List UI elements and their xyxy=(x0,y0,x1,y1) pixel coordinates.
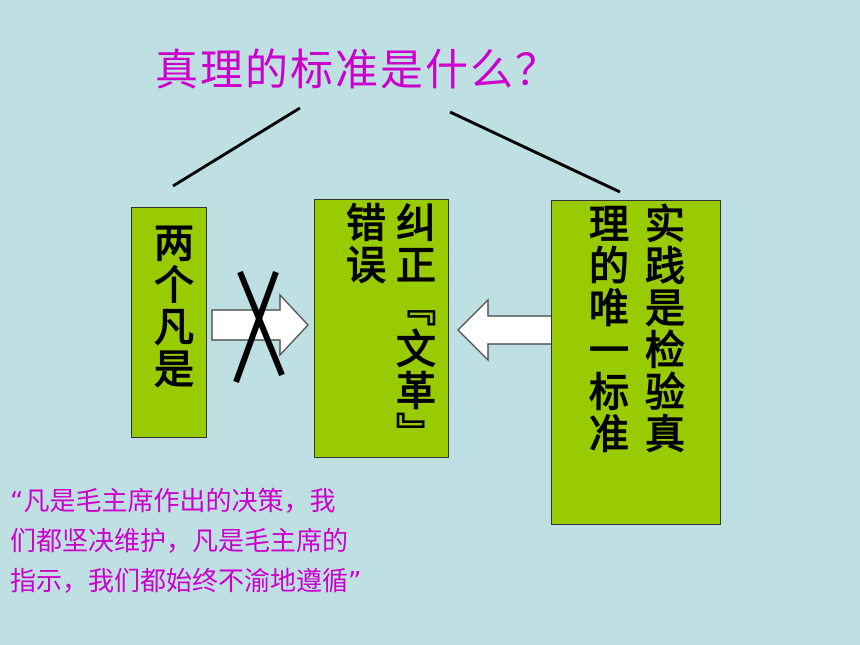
quote-line-3: 指示，我们都始终不渝地遵循” xyxy=(10,567,362,597)
cross-mark-stroke-2 xyxy=(233,270,279,384)
quote-line-2: 们都坚决维护，凡是毛主席的 xyxy=(10,527,349,557)
arrow-left-icon xyxy=(456,298,553,362)
box-two-whatevers: 两个凡是 xyxy=(131,207,207,438)
box-practice-criterion-col2: 理的唯一标准 xyxy=(582,203,628,455)
diagram-title: 真理的标准是什么？ xyxy=(155,46,560,96)
box-two-whatevers-text: 两个凡是 xyxy=(147,222,193,390)
box-practice-criterion-col1: 实践是检验真 xyxy=(638,203,684,455)
branch-line-left xyxy=(172,106,301,188)
box-correct-errors: 纠正『文革』 错误 xyxy=(314,199,449,458)
quote-line-1: “凡是毛主席作出的决策，我 xyxy=(10,487,336,517)
quote-text: “凡是毛主席作出的决策，我 们都坚决维护，凡是毛主席的 指示，我们都始终不渝地遵… xyxy=(10,482,460,602)
cross-mark-stroke-1 xyxy=(237,270,285,377)
branch-line-right xyxy=(449,110,621,194)
box-correct-errors-col2: 错误 xyxy=(339,202,385,286)
box-correct-errors-col1: 纠正『文革』 xyxy=(389,202,435,454)
box-practice-criterion: 实践是检验真 理的唯一标准 xyxy=(551,200,721,525)
